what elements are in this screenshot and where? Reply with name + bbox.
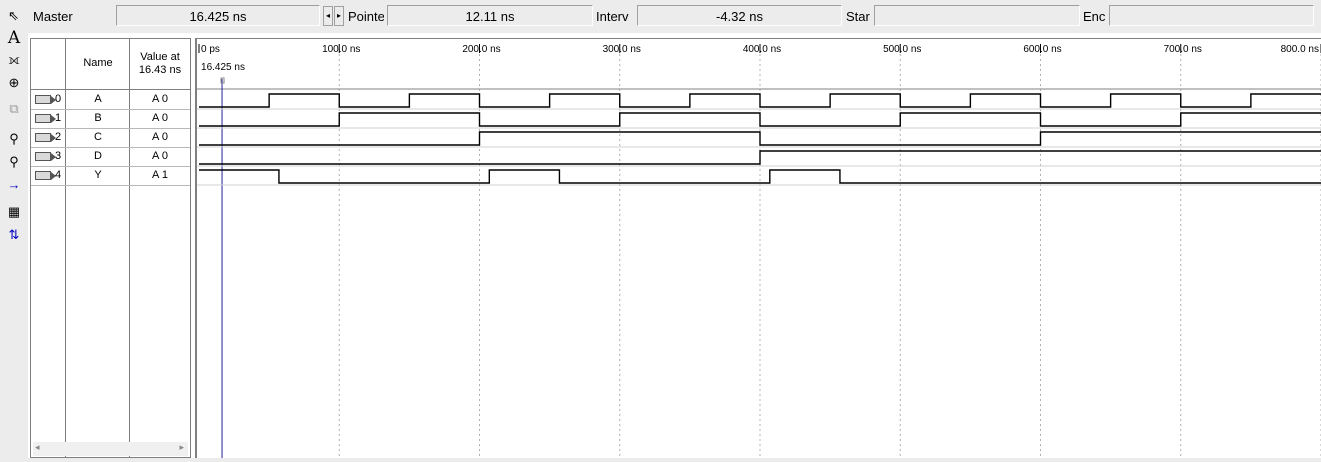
input-pin-icon bbox=[35, 152, 56, 161]
pin-index-4[interactable]: 4 bbox=[33, 167, 63, 184]
header-divider bbox=[31, 89, 190, 90]
tool-strip: A ⟗ ⊕ ⧉ ⚲ ⚲ → ▦ ⇅ bbox=[0, 29, 28, 462]
copy-icon[interactable]: ⧉ bbox=[9, 101, 19, 116]
name-column-header[interactable]: Name bbox=[83, 57, 113, 69]
group-icon[interactable]: ▦ bbox=[7, 204, 21, 219]
master-time-left-button[interactable]: ◂ bbox=[323, 6, 333, 26]
waveform-d bbox=[199, 150, 1321, 165]
signal-value: A 0 bbox=[152, 131, 168, 143]
pin-index-label: 2 bbox=[55, 131, 62, 143]
pin-index-label: 0 bbox=[55, 93, 62, 105]
signal-name[interactable]: B bbox=[94, 112, 102, 124]
pin-index-label: 1 bbox=[55, 112, 62, 124]
signal-name[interactable]: A bbox=[94, 93, 102, 105]
time-tick-label: 100.0 ns bbox=[322, 44, 360, 55]
value-column-header-line2[interactable]: 16.43 ns bbox=[138, 64, 182, 76]
start-label: Star bbox=[846, 9, 870, 24]
waveform-y bbox=[199, 169, 1321, 184]
signal-value: A 1 bbox=[152, 169, 168, 181]
row-divider bbox=[31, 166, 190, 167]
scroll-right-icon[interactable]: ▸ bbox=[179, 442, 184, 452]
input-pin-icon bbox=[35, 171, 56, 180]
master-marker-label: 16.425 ns bbox=[201, 62, 245, 73]
pin-index-label: 3 bbox=[55, 150, 62, 162]
pin-index-2[interactable]: 2 bbox=[33, 129, 63, 146]
signal-value: A 0 bbox=[152, 93, 168, 105]
find-icon[interactable]: ⚲ bbox=[9, 131, 19, 146]
master-time-right-button[interactable]: ▸ bbox=[334, 6, 344, 26]
bottom-border bbox=[0, 458, 1321, 462]
end-field[interactable] bbox=[1109, 5, 1314, 26]
signal-name[interactable]: C bbox=[94, 131, 102, 143]
row-divider bbox=[31, 185, 190, 186]
waveform-a bbox=[199, 93, 1321, 108]
end-label: Enc bbox=[1083, 9, 1106, 24]
pointer-label: Pointe bbox=[348, 9, 384, 24]
waveform-canvas[interactable]: 0 ps 100.0 ns 200.0 ns 300.0 ns 400.0 ns 500.… bbox=[197, 39, 1321, 458]
waveform-editing-tool-icon[interactable]: ⟗ bbox=[8, 52, 20, 67]
signal-name[interactable]: Y bbox=[94, 169, 102, 181]
pointer-arrow-icon[interactable]: ⇖ bbox=[8, 8, 19, 23]
column-separator bbox=[129, 39, 130, 457]
insert-arrow-icon[interactable]: → bbox=[7, 177, 21, 192]
input-pin-icon bbox=[35, 133, 56, 142]
pin-index-0[interactable]: 0 bbox=[33, 91, 63, 108]
row-divider bbox=[31, 109, 190, 110]
zoom-tool-icon[interactable]: ⊕ bbox=[8, 75, 20, 90]
time-bar: ⇖ Master 16.425 ns ◂ ▸ Pointe 12.11 ns I… bbox=[0, 0, 1321, 33]
column-separator bbox=[65, 39, 66, 457]
master-time-bar-field[interactable]: 16.425 ns bbox=[116, 5, 320, 26]
pin-index-1[interactable]: 1 bbox=[33, 110, 63, 127]
master-marker-handle bbox=[220, 77, 225, 84]
time-tick-label: 400.0 ns bbox=[743, 44, 781, 55]
horizontal-scrollbar[interactable]: ◂ ▸ bbox=[33, 442, 188, 456]
input-pin-icon bbox=[35, 114, 56, 123]
scroll-left-icon[interactable]: ◂ bbox=[35, 442, 40, 452]
interval-label: Interv bbox=[596, 9, 629, 24]
time-tick-label: 700.0 ns bbox=[1164, 44, 1202, 55]
time-tick-label: 600.0 ns bbox=[1023, 44, 1061, 55]
pin-index-3[interactable]: 3 bbox=[33, 148, 63, 165]
time-tick-label: 500.0 ns bbox=[883, 44, 921, 55]
start-field[interactable] bbox=[874, 5, 1080, 26]
signal-table: Name Value at 16.43 ns 0 A A 0 1 B A 0 2 C A 0 3 D… bbox=[30, 38, 191, 458]
pin-index-label: 4 bbox=[55, 169, 62, 181]
master-time-bar-label: Master bbox=[33, 9, 73, 24]
pointer-field[interactable]: 12.11 ns bbox=[387, 5, 593, 26]
find-next-icon[interactable]: ⚲ bbox=[9, 154, 19, 169]
time-tick-label: 0 ps bbox=[201, 44, 220, 55]
signal-value: A 0 bbox=[152, 150, 168, 162]
row-divider bbox=[31, 128, 190, 129]
value-column-header-line1[interactable]: Value at bbox=[140, 51, 180, 63]
row-divider bbox=[31, 147, 190, 148]
waveform-b bbox=[199, 112, 1321, 127]
time-tick-label: 800.0 ns bbox=[1281, 44, 1319, 55]
input-pin-icon bbox=[35, 95, 56, 104]
waveform-c bbox=[199, 131, 1321, 146]
interval-field[interactable]: -4.32 ns bbox=[637, 5, 842, 26]
sort-icon[interactable]: ⇅ bbox=[8, 227, 20, 242]
signal-value: A 0 bbox=[152, 112, 168, 124]
text-tool-icon[interactable]: A bbox=[7, 28, 21, 48]
signal-name[interactable]: D bbox=[94, 150, 102, 162]
time-tick-label: 300.0 ns bbox=[603, 44, 641, 55]
time-tick-label: 200.0 ns bbox=[462, 44, 500, 55]
waveform-pane[interactable]: 0 ps 100.0 ns 200.0 ns 300.0 ns 400.0 ns 500.… bbox=[195, 38, 1321, 458]
